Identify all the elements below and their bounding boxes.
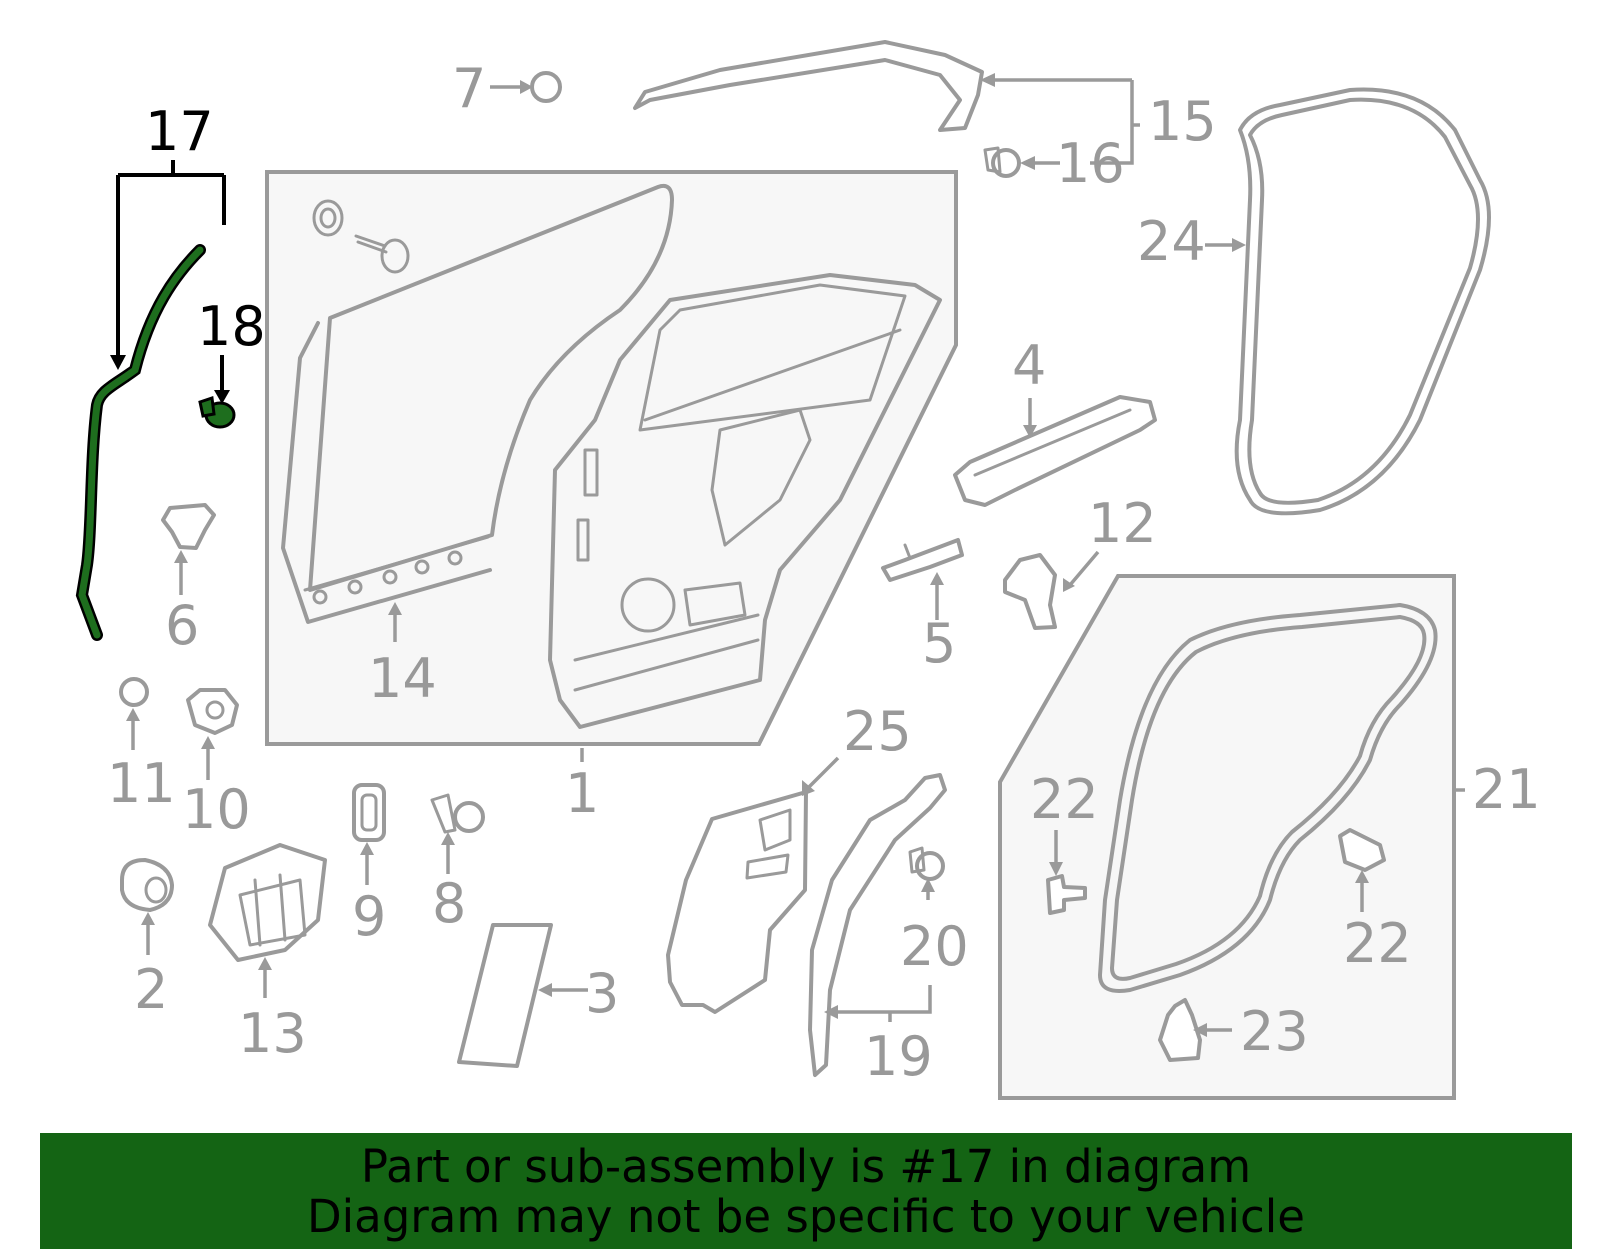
- part-11-grommet[interactable]: [119, 677, 149, 707]
- part-14-door-frame[interactable]: [281, 183, 674, 624]
- callout-22a: 22: [1030, 768, 1099, 831]
- part-19-run-channel[interactable]: [808, 773, 947, 1077]
- callout-17: 17: [145, 100, 214, 163]
- callout-6: 6: [165, 594, 199, 657]
- part-23-plug[interactable]: [1158, 998, 1202, 1062]
- callout-21: 21: [1472, 758, 1541, 821]
- callout-1: 1: [565, 762, 599, 825]
- part-3-pad[interactable]: [457, 923, 553, 1068]
- callout-14: 14: [368, 647, 437, 710]
- leader-lines: [126, 73, 1465, 1037]
- callout-25: 25: [843, 700, 912, 763]
- part-25-sheet[interactable]: [666, 790, 808, 1014]
- callout-12: 12: [1088, 492, 1157, 555]
- callout-9: 9: [352, 885, 386, 948]
- callout-23: 23: [1240, 1000, 1309, 1063]
- part-22-clip-right[interactable]: [1338, 828, 1386, 872]
- banner-line-part: Part or sub-assembly is #17 in diagram: [360, 1140, 1252, 1193]
- part-24-weatherstrip[interactable]: [1234, 87, 1491, 516]
- part-1-inner-door[interactable]: [548, 273, 942, 729]
- part-6-plug[interactable]: [161, 503, 216, 550]
- part-10-nut[interactable]: [186, 688, 239, 735]
- callout-8: 8: [432, 872, 466, 935]
- callout-7: 7: [452, 57, 486, 120]
- leader-18: [214, 355, 230, 404]
- part-15-upper-moulding[interactable]: [633, 40, 984, 132]
- part-20-clip[interactable]: [908, 846, 945, 881]
- callout-20: 20: [900, 915, 969, 978]
- part-9-seal[interactable]: [352, 783, 386, 842]
- callout-4: 4: [1012, 334, 1046, 397]
- callout-10: 10: [182, 778, 251, 841]
- callout-5: 5: [922, 612, 956, 675]
- callout-3: 3: [585, 962, 619, 1025]
- info-banner: Part or sub-assembly is #17 in diagram D…: [40, 1133, 1572, 1249]
- part-8-clip[interactable]: [430, 793, 485, 834]
- panel-1-door-shell: [265, 170, 958, 746]
- callout-18: 18: [197, 295, 266, 358]
- part-5-bracket[interactable]: [881, 538, 964, 582]
- part-17-weatherstrip[interactable]: [75, 244, 206, 641]
- callout-15: 15: [1148, 90, 1217, 153]
- callout-2: 2: [134, 958, 168, 1021]
- callout-13: 13: [238, 1002, 307, 1065]
- panel-21-weatherstrip: [998, 574, 1456, 1100]
- part-12-bracket[interactable]: [1003, 553, 1057, 630]
- part-2-spacer[interactable]: [120, 858, 174, 912]
- leader-17: [110, 160, 226, 370]
- callout-22b: 22: [1343, 912, 1412, 975]
- callout-24: 24: [1137, 210, 1206, 273]
- callout-11: 11: [107, 752, 176, 815]
- banner-line-disclaimer: Diagram may not be specific to your vehi…: [307, 1190, 1305, 1243]
- callout-19: 19: [864, 1025, 933, 1088]
- part-22-clip-left[interactable]: [1046, 874, 1087, 915]
- part-13-cover[interactable]: [208, 843, 327, 962]
- part-7-grommet[interactable]: [530, 71, 562, 103]
- callout-16: 16: [1056, 132, 1125, 195]
- part-16-clip[interactable]: [983, 146, 1021, 178]
- part-18-clip[interactable]: [198, 395, 236, 429]
- part-4-door-check[interactable]: [953, 395, 1157, 507]
